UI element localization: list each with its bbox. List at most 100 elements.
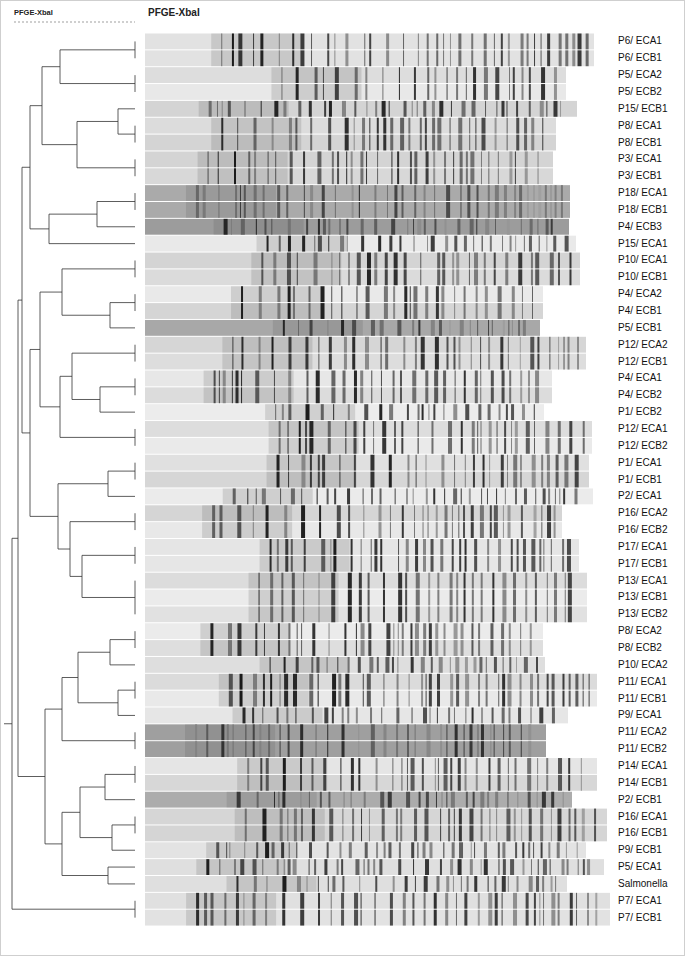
lane-ground <box>145 809 607 825</box>
gel-band <box>301 809 303 825</box>
gel-band <box>418 404 420 420</box>
gel-band <box>300 775 302 791</box>
gel-band <box>513 67 515 83</box>
gel-band <box>473 657 476 673</box>
gel-band <box>458 505 459 521</box>
gel-band <box>273 253 276 269</box>
gel-band <box>277 303 280 319</box>
gel-band <box>450 775 452 791</box>
gel-band <box>446 741 447 757</box>
gel-band <box>524 488 527 504</box>
gel-band <box>538 859 539 875</box>
gel-band <box>444 168 446 184</box>
gel-band <box>245 741 246 757</box>
gel-band <box>434 371 438 387</box>
gel-band <box>376 758 378 774</box>
lane-smear <box>198 151 288 167</box>
gel-band <box>339 269 340 285</box>
gel-band <box>514 185 516 201</box>
gel-band <box>507 135 508 151</box>
gel-band <box>288 286 291 302</box>
lane-smear <box>257 236 347 252</box>
gel-band <box>454 708 455 724</box>
gel-band <box>293 691 297 707</box>
gel-band <box>464 371 466 387</box>
gel-band <box>360 387 363 403</box>
gel-band <box>581 758 582 774</box>
gel-band <box>364 34 365 50</box>
gel-band <box>499 404 501 420</box>
gel-band <box>569 809 571 825</box>
gel-band <box>318 337 319 353</box>
gel-band <box>277 556 279 572</box>
lane-smear <box>196 859 286 875</box>
gel-band <box>447 354 449 370</box>
gel-band <box>295 708 296 724</box>
gel-band <box>348 522 350 538</box>
gel-band <box>290 151 293 167</box>
gel-band <box>509 741 511 757</box>
gel-band <box>554 573 557 589</box>
gel-band <box>569 825 571 841</box>
gel-band <box>502 573 506 589</box>
gel-band <box>383 135 386 151</box>
gel-band <box>559 488 560 504</box>
gel-band <box>445 522 448 538</box>
gel-band <box>241 286 243 302</box>
gel-band <box>301 640 302 656</box>
gel-band <box>277 472 280 488</box>
gel-band <box>542 792 546 808</box>
gel-band <box>440 539 443 555</box>
gel-band <box>414 151 417 167</box>
gel-band <box>232 34 234 50</box>
gel-band <box>495 185 499 201</box>
tree-branch <box>72 353 135 354</box>
gel-band <box>558 253 560 269</box>
tree-branch <box>58 549 70 550</box>
gel-band <box>288 303 291 319</box>
gel-band <box>396 741 398 757</box>
gel-band <box>518 269 522 285</box>
gel-band <box>297 876 301 892</box>
gel-band <box>277 202 280 218</box>
gel-band <box>444 623 446 639</box>
gel-band <box>297 640 298 656</box>
gel-band <box>357 253 361 269</box>
gel-band <box>455 657 459 673</box>
gel-band <box>488 893 492 909</box>
gel-band <box>387 202 388 218</box>
gel-band <box>375 101 377 117</box>
gel-band <box>524 657 528 673</box>
gel-band <box>219 859 220 875</box>
gel-band <box>463 505 465 521</box>
gel-band <box>385 354 388 370</box>
lane-ground <box>145 168 553 184</box>
gel-band <box>351 792 352 808</box>
gel-band <box>554 522 556 538</box>
gel-band <box>506 825 510 841</box>
gel-band <box>438 758 439 774</box>
gel-band <box>332 708 334 724</box>
gel-band <box>428 590 430 606</box>
gel-band <box>431 236 435 252</box>
gel-band <box>448 708 450 724</box>
gel-band <box>437 269 440 285</box>
gel-band <box>431 320 435 336</box>
gel-band <box>328 135 331 151</box>
gel-band <box>503 859 506 875</box>
gel-band <box>423 708 427 724</box>
gel-band <box>474 876 477 892</box>
gel-lane <box>145 539 579 555</box>
gel-band <box>535 573 537 589</box>
gel-band <box>539 236 540 252</box>
gel-band <box>226 842 227 858</box>
gel-band <box>545 421 549 437</box>
gel-band <box>361 825 362 841</box>
gel-band <box>480 371 481 387</box>
lane-smear <box>199 101 289 117</box>
gel-band <box>512 286 515 302</box>
gel-band <box>332 876 335 892</box>
gel-band <box>351 151 353 167</box>
gel-band <box>510 236 512 252</box>
gel-band <box>420 135 422 151</box>
